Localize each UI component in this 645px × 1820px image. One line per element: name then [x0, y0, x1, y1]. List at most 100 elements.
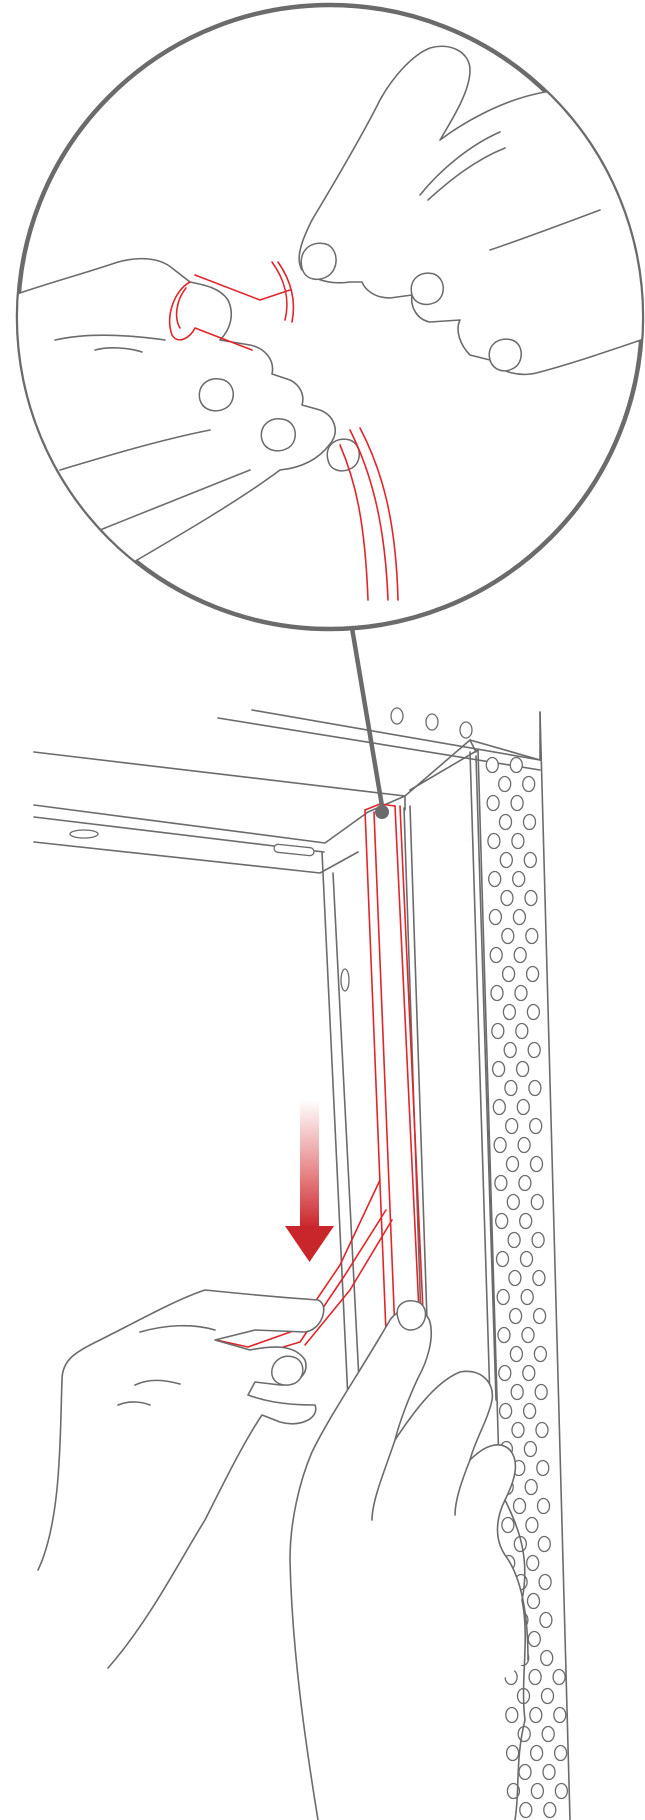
lower-right-hand: [289, 1300, 529, 1820]
tape-inner-left: [373, 811, 396, 1334]
perforation-hole: [512, 908, 527, 926]
channel-line-3: [469, 751, 491, 1401]
frame-top-edge-1: [33, 751, 406, 797]
callout-tape-strand-2: [359, 427, 399, 601]
perforation-hole: [526, 1003, 541, 1021]
perforation-hole: [552, 1668, 566, 1686]
perforation-hole: [512, 870, 526, 888]
perforation-hole: [536, 1459, 550, 1477]
perforation-hole: [492, 1098, 506, 1116]
perforation-hole: [523, 1440, 538, 1458]
perforation-hole: [498, 813, 513, 831]
frame-top-ceiling-1: [217, 717, 541, 771]
perforation-hole: [513, 946, 527, 964]
perforation-hole: [516, 1098, 530, 1116]
callout-nail-3: [488, 338, 522, 372]
perforation-hole: [488, 908, 503, 926]
corner-bevel-1: [367, 739, 541, 813]
perforation-hole: [488, 870, 502, 888]
perforation-hole: [515, 1022, 529, 1040]
perforation-hole: [525, 927, 539, 945]
callout-nail-2: [410, 272, 444, 306]
perforation-hole: [518, 1174, 532, 1192]
perforation-hole: [505, 1744, 520, 1762]
perforation-hole: [541, 1725, 555, 1743]
perforation-hole: [489, 946, 503, 964]
perforation-hole: [493, 1136, 507, 1154]
tape-inner-right: [399, 805, 425, 1334]
left-jamb-inner: [332, 872, 361, 1401]
perforation-hole: [529, 1117, 543, 1135]
jamb-hole: [340, 968, 350, 992]
perforation-hole: [506, 1782, 521, 1800]
perforation-hole: [527, 1041, 541, 1059]
perforation-hole: [520, 1288, 534, 1306]
perforation-hole: [540, 1649, 554, 1667]
perforation-hole: [521, 1326, 535, 1344]
perforation-hole: [505, 1155, 520, 1173]
perforation-hole: [527, 1630, 541, 1648]
perforation-hole: [532, 1269, 546, 1287]
channel-line-4: [475, 755, 497, 1401]
perforation-hole: [495, 1212, 509, 1230]
perforation-hole: [522, 1364, 536, 1382]
perforation-hole: [515, 1060, 530, 1078]
perforation-hole: [501, 965, 516, 983]
callout-nail-4: [198, 378, 234, 412]
perforation-hole: [495, 1250, 510, 1268]
perforation-hole: [529, 1706, 543, 1724]
perforation-hole: [522, 1402, 537, 1420]
tape-outer-left: [364, 809, 387, 1334]
perforation-hole: [503, 1041, 517, 1059]
perforation-hole: [542, 1763, 556, 1781]
perforation-hole: [486, 794, 500, 812]
perforation-hole: [538, 1573, 552, 1591]
perforation-hole: [553, 1744, 568, 1762]
perforation-hole: [496, 1288, 510, 1306]
thumbnail-left: [271, 1355, 304, 1386]
bead-left-edge: [477, 749, 501, 1501]
callout-tape-loop: [168, 281, 253, 351]
callout-tape-strand-1: [349, 429, 389, 601]
perforation-hole: [509, 756, 523, 774]
perforation-hole: [507, 1231, 521, 1249]
perforation-hole: [519, 1250, 534, 1268]
perforation-hole: [509, 1345, 524, 1363]
perforation-hole: [539, 1611, 553, 1629]
perforation-hole: [522, 775, 536, 793]
tape-outer-right: [394, 805, 421, 1334]
perforation-hole: [499, 851, 513, 869]
perforation-hole: [497, 1326, 511, 1344]
perforation-hole: [490, 984, 504, 1002]
perforation-hole: [494, 1174, 508, 1192]
perforation-hole: [500, 889, 514, 907]
perforation-hole: [524, 1478, 538, 1496]
door-frame: [33, 709, 571, 1820]
perforation-hole: [505, 1706, 519, 1724]
perforation-hole: [491, 1060, 506, 1078]
perforation-hole: [519, 1212, 533, 1230]
lower-left-hand: [37, 1289, 325, 1669]
torn-bead-edge: [504, 1499, 527, 1820]
frame-top-edge-4: [33, 841, 359, 874]
thumbnail-right: [396, 1300, 427, 1331]
perforation-hole: [532, 1307, 547, 1325]
perforation-hole: [508, 1269, 522, 1287]
perforation-hole: [525, 1516, 539, 1534]
slot-right: [273, 843, 315, 857]
perforation-hole: [517, 1725, 531, 1743]
perforation-hole: [540, 1687, 555, 1705]
perforation-hole: [501, 927, 515, 945]
corner-bevel-3: [409, 749, 479, 791]
tape-on-jamb: [184, 803, 425, 1358]
bead-right-edge: [539, 711, 571, 1820]
perforation-hole: [502, 1003, 517, 1021]
leader-line: [349, 625, 389, 819]
perforation-hole: [510, 1383, 524, 1401]
perforation-hole: [511, 832, 525, 850]
perforation-hole: [530, 1193, 544, 1211]
perforation-hole: [554, 1782, 569, 1800]
perforation-hole: [534, 1383, 548, 1401]
